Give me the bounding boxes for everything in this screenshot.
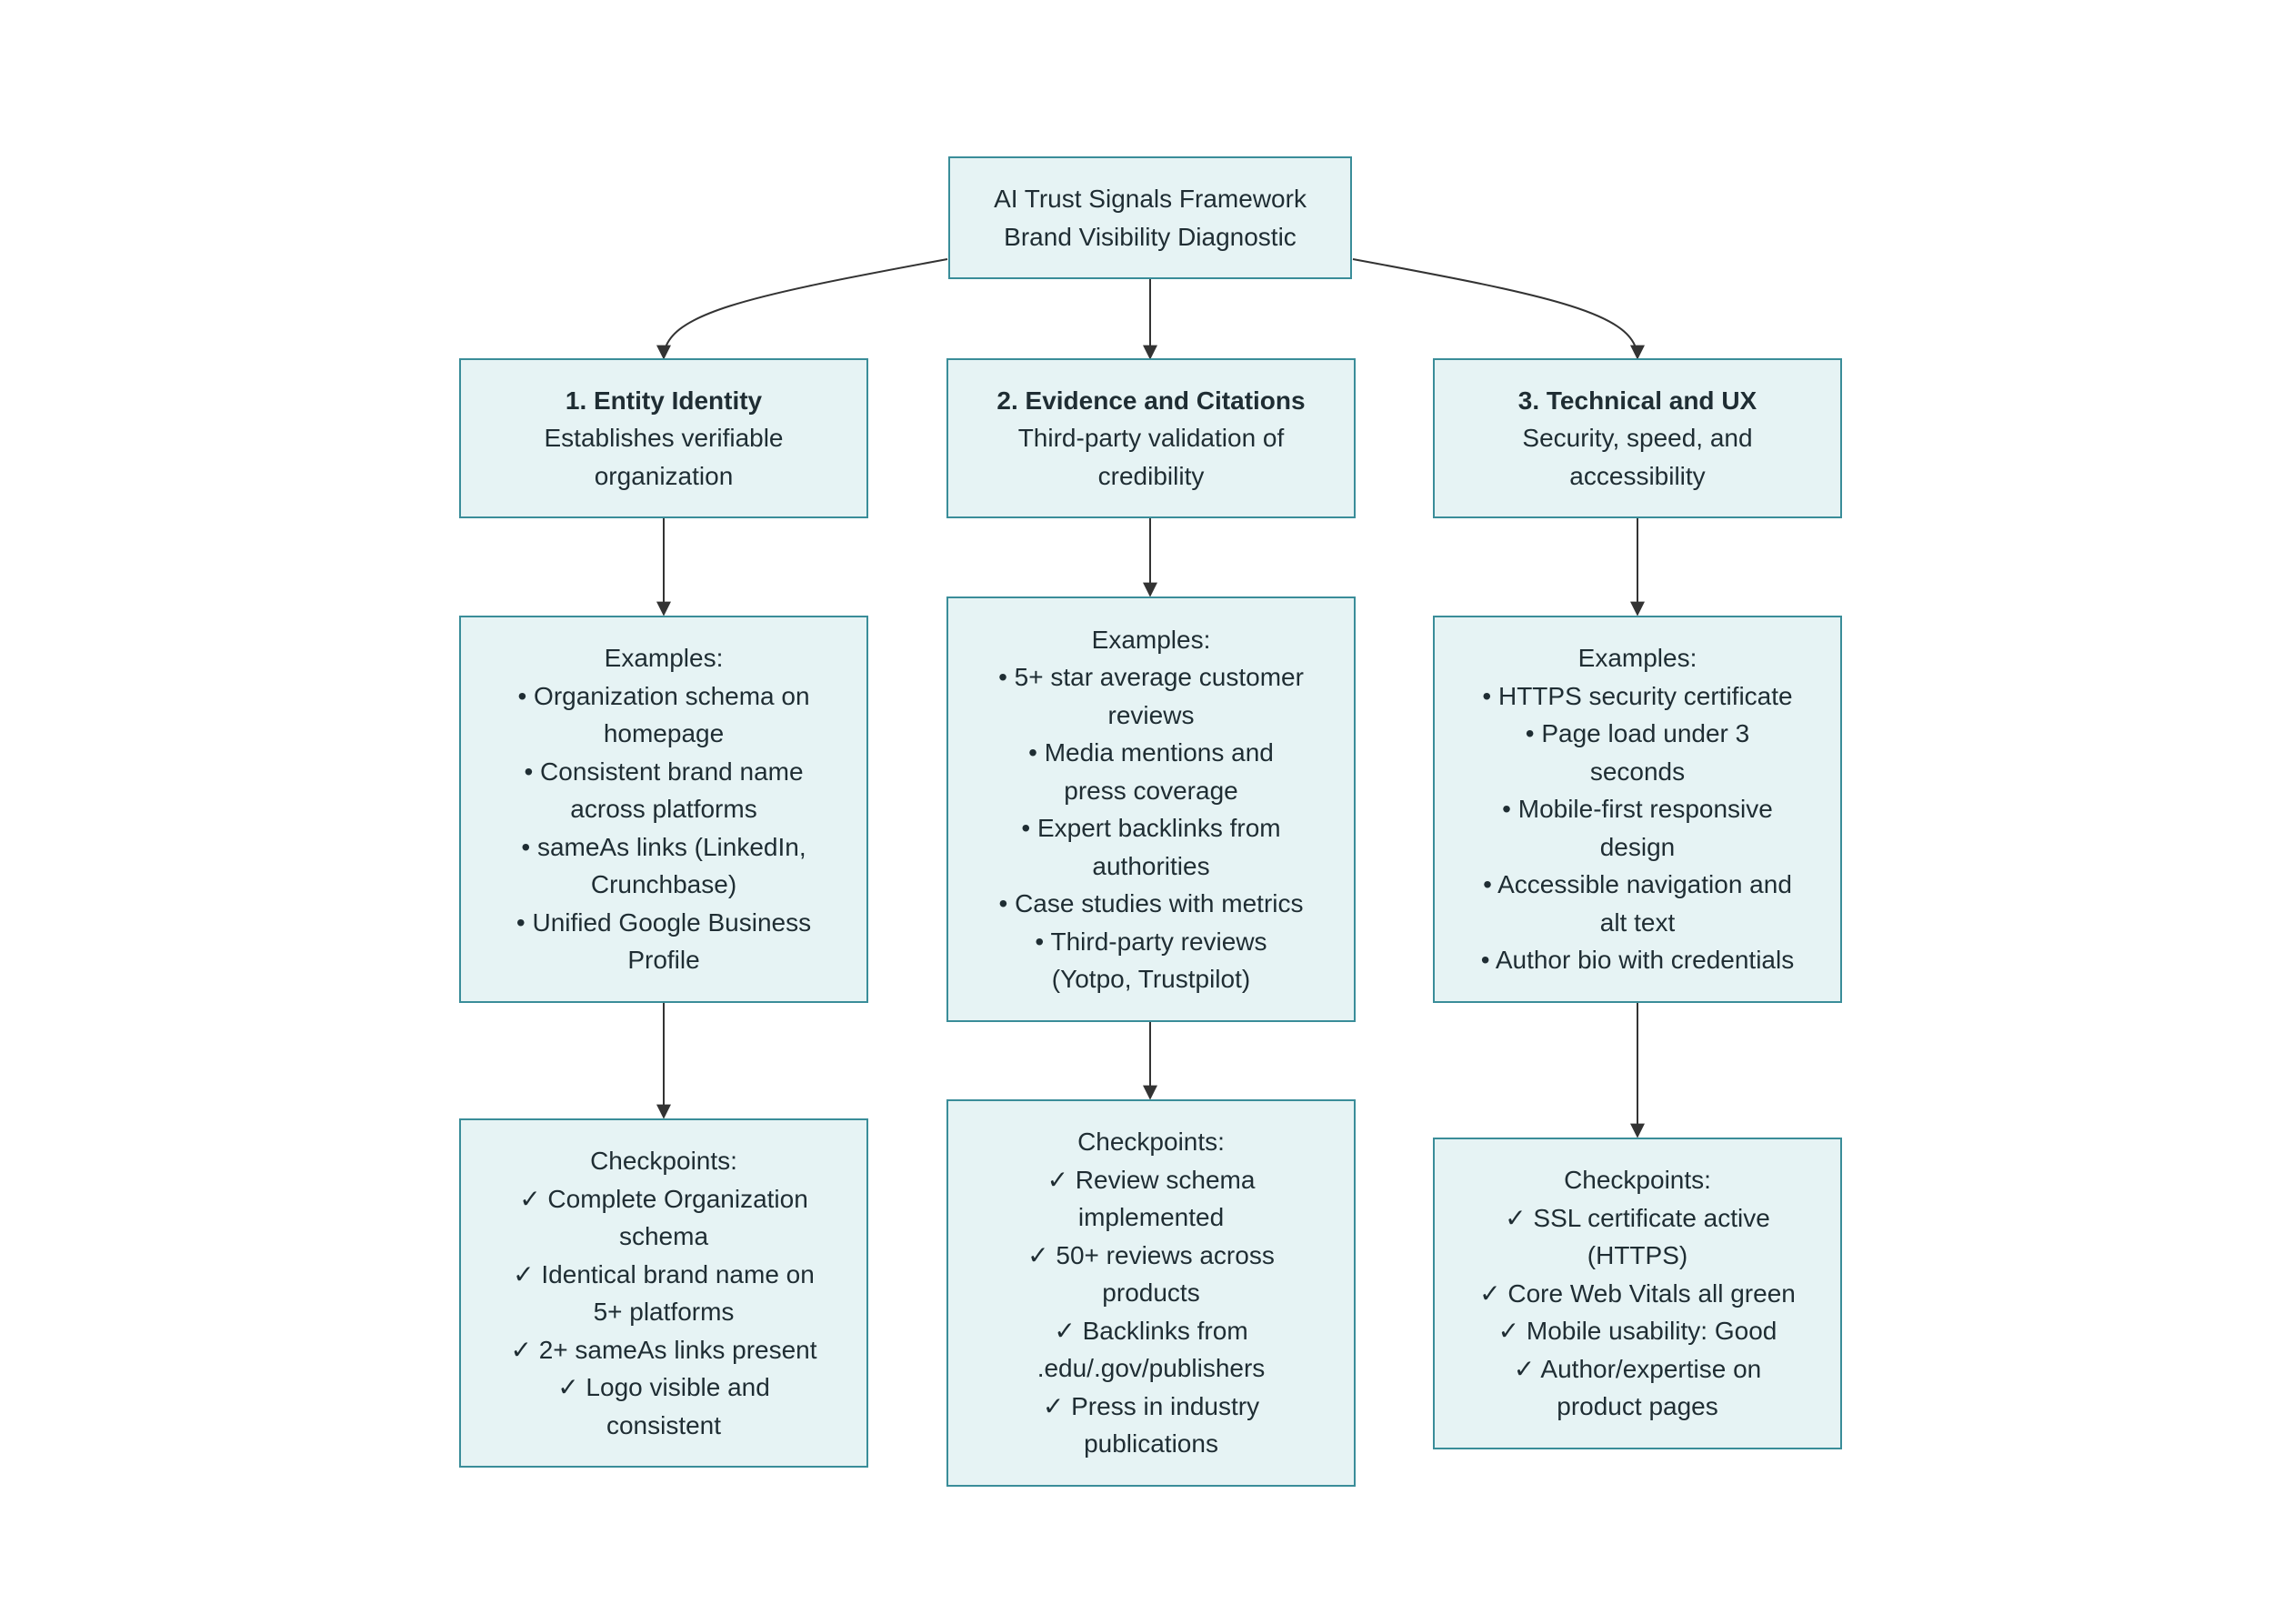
pillar-node-evidence-citations: 2. Evidence and Citations Third-party va… [946, 358, 1356, 518]
checkpoint-line: ✓ Logo visible and [557, 1373, 770, 1401]
examples-line: press coverage [1064, 776, 1238, 805]
examples-node-evidence-citations: Examples: • 5+ star average customer rev… [946, 596, 1356, 1022]
checkpoint-line: consistent [606, 1410, 722, 1439]
examples-heading: Examples: [1091, 625, 1211, 654]
checkpoint-line: ✓ Mobile usability: Good [1497, 1317, 1777, 1346]
examples-line: • Organization schema on [517, 681, 810, 710]
checkpoints-node-evidence-citations: Checkpoints: ✓ Review schema implemented… [946, 1099, 1356, 1487]
examples-line: • Accessible navigation and [1483, 870, 1792, 899]
examples-line: • Case studies with metrics [998, 889, 1304, 917]
checkpoint-line: ✓ SSL certificate active [1505, 1203, 1770, 1232]
pillar-description-line: organization [594, 461, 734, 490]
checkpoint-line: .edu/.gov/publishers [1036, 1354, 1266, 1383]
pillar-description-line: accessibility [1569, 461, 1706, 490]
checkpoints-node-entity-identity: Checkpoints: ✓ Complete Organization sch… [459, 1118, 868, 1468]
checkpoint-line: ✓ Press in industry [1042, 1391, 1260, 1420]
pillar-description-line: Third-party validation of [1017, 424, 1285, 453]
examples-line: • Page load under 3 [1525, 719, 1750, 748]
checkpoint-line: product pages [1557, 1392, 1718, 1421]
examples-line: homepage [603, 719, 725, 748]
examples-line: • Media mentions and [1028, 738, 1274, 767]
examples-line: Profile [627, 946, 700, 975]
checkpoint-line: ✓ Core Web Vitals all green [1479, 1278, 1796, 1308]
checkpoint-line: (HTTPS) [1587, 1241, 1688, 1270]
pillar-title: 2. Evidence and Citations [996, 386, 1306, 415]
examples-line: • Unified Google Business [516, 907, 812, 937]
checkpoint-line: ✓ Review schema [1046, 1165, 1256, 1194]
checkpoint-line: ✓ Author/expertise on [1513, 1354, 1762, 1383]
checkpoint-line: products [1102, 1278, 1200, 1308]
examples-line: • HTTPS security certificate [1482, 681, 1793, 710]
examples-line: seconds [1589, 757, 1686, 786]
edge-root-to-pillar-1 [656, 258, 948, 360]
checkpoint-line: ✓ 2+ sameAs links present [510, 1335, 817, 1364]
checkpoint-line: publications [1084, 1429, 1218, 1459]
checkpoint-line: implemented [1077, 1203, 1225, 1232]
pillar-description-line: Security, speed, and [1522, 424, 1753, 453]
examples-heading: Examples: [604, 644, 724, 673]
examples-line: • Consistent brand name [524, 757, 804, 786]
edge-root-to-pillar-3 [1352, 258, 1645, 360]
examples-line: • 5+ star average customer [998, 663, 1304, 691]
pillar-node-entity-identity: 1. Entity Identity Establishes verifiabl… [459, 358, 868, 518]
examples-node-technical-ux: Examples: • HTTPS security certificate •… [1433, 616, 1842, 1003]
examples-heading: Examples: [1577, 644, 1697, 673]
examples-node-entity-identity: Examples: • Organization schema on homep… [459, 616, 868, 1003]
examples-line: design [1599, 832, 1676, 861]
pillar-title: 3. Technical and UX [1517, 386, 1757, 415]
examples-line: (Yotpo, Trustpilot) [1051, 965, 1251, 993]
examples-line: • Expert backlinks from [1021, 814, 1281, 842]
checkpoint-line: schema [618, 1222, 709, 1250]
checkpoint-line: ✓ Complete Organization [519, 1184, 808, 1213]
checkpoints-node-technical-ux: Checkpoints: ✓ SSL certificate active (H… [1433, 1138, 1842, 1449]
checkpoint-line: ✓ 50+ reviews across [1027, 1240, 1275, 1269]
root-title-line: AI Trust Signals Framework [994, 185, 1307, 213]
examples-line: Crunchbase) [590, 870, 737, 899]
checkpoint-line: ✓ Identical brand name on [513, 1259, 815, 1288]
pillar-description-line: credibility [1097, 461, 1205, 490]
checkpoints-heading: Checkpoints: [590, 1147, 737, 1175]
pillar-description-line: Establishes verifiable [544, 424, 784, 453]
examples-line: across platforms [570, 795, 757, 824]
examples-line: • Author bio with credentials [1480, 946, 1795, 975]
checkpoint-line: ✓ Backlinks from [1054, 1316, 1248, 1345]
examples-line: • Mobile-first responsive [1502, 795, 1773, 824]
examples-line: authorities [1092, 851, 1210, 880]
root-subtitle-line: Brand Visibility Diagnostic [1004, 222, 1297, 251]
checkpoints-heading: Checkpoints: [1077, 1128, 1225, 1157]
root-node: AI Trust Signals Framework Brand Visibil… [948, 156, 1352, 279]
examples-line: reviews [1107, 700, 1195, 729]
checkpoint-line: 5+ platforms [593, 1298, 735, 1326]
examples-line: alt text [1599, 907, 1676, 937]
pillar-node-technical-ux: 3. Technical and UX Security, speed, and… [1433, 358, 1842, 518]
examples-line: • Third-party reviews [1035, 927, 1267, 956]
pillar-title: 1. Entity Identity [565, 386, 763, 415]
checkpoints-heading: Checkpoints: [1564, 1166, 1711, 1195]
examples-line: • sameAs links (LinkedIn, [521, 832, 806, 861]
